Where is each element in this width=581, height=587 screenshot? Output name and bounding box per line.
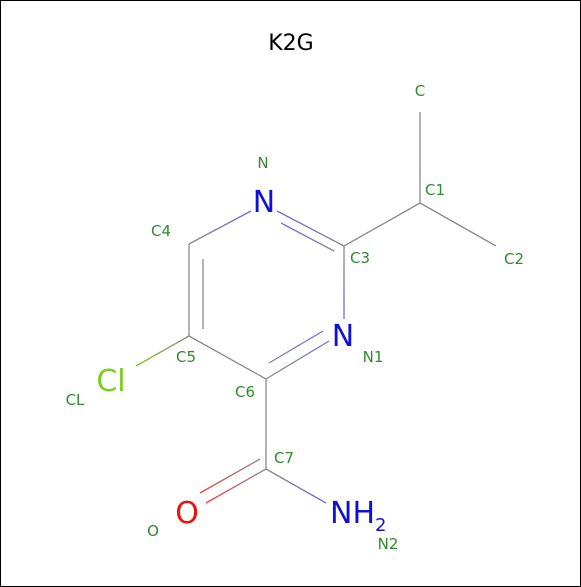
label-c1: C1	[425, 181, 445, 199]
label-n: N	[257, 154, 268, 172]
atom-nh2: NH2	[330, 496, 386, 536]
bond-n1-c6	[265, 340, 330, 380]
atom-nh2-sub: 2	[375, 515, 386, 536]
label-c2: C2	[504, 250, 524, 268]
label-c6: C6	[235, 383, 255, 401]
atom-n-top: N	[253, 185, 275, 220]
label-c3: C3	[350, 249, 370, 267]
bond-c7-n2	[265, 468, 327, 504]
atom-nh2-main: NH	[330, 496, 375, 531]
bond-c6-c5	[188, 335, 267, 380]
atom-labels: C C1 C2 C3 C4 C5 C6 C7 N N1 N2 CL O	[66, 82, 524, 553]
atom-o: O	[175, 496, 199, 531]
label-c4: C4	[151, 222, 171, 240]
bond-c4-n	[188, 210, 252, 245]
label-n1: N1	[363, 348, 384, 366]
bond-c1-c3	[343, 202, 421, 247]
atom-cl: Cl	[96, 364, 125, 399]
atom-n1: N	[332, 319, 354, 354]
bond-c7-o	[205, 468, 267, 504]
label-cl: CL	[66, 391, 85, 409]
label-o: O	[147, 522, 159, 540]
bond-n1-c6-double	[268, 330, 324, 364]
bonds	[135, 112, 497, 504]
bond-c7-o-double	[199, 458, 261, 494]
bond-c1-c2	[419, 202, 497, 247]
label-n2: N2	[378, 535, 399, 553]
element-symbols: N N Cl O NH2	[96, 185, 386, 536]
label-c7: C7	[274, 449, 294, 467]
molecule-title: K2G	[268, 31, 313, 56]
label-c5: C5	[176, 348, 196, 366]
bond-n-c3	[276, 210, 345, 247]
bond-c5-cl	[135, 335, 190, 367]
label-c: C	[415, 82, 425, 100]
bond-n-c3-double	[280, 222, 335, 252]
